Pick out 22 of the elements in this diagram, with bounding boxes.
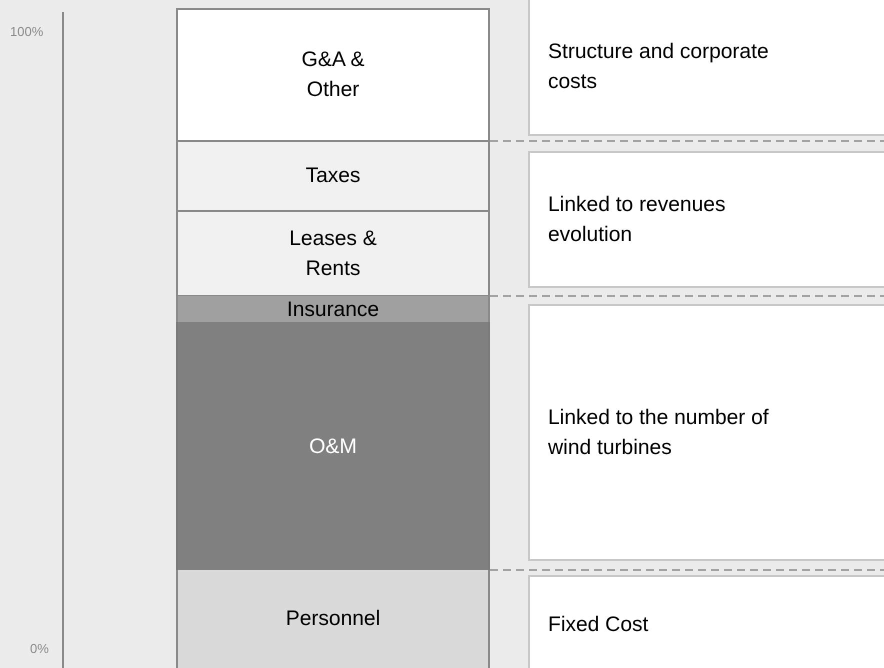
segment-label: G&A & Other (300, 47, 366, 103)
segment-label: Linked to the number of wind turbines (548, 404, 770, 460)
segment-label: Structure and corporate costs (548, 39, 770, 95)
stacked-bar-segment (176, 140, 490, 212)
description-box (528, 151, 884, 288)
segment-label: O&M (309, 434, 357, 460)
segment-label: Linked to revenues evolution (548, 192, 726, 248)
description-box (528, 0, 884, 136)
segment-label: Insurance (286, 296, 380, 322)
axis-tick-label: 100% (10, 23, 44, 41)
segment-label: Personnel (286, 606, 380, 632)
stacked-bar-segment (176, 322, 490, 571)
stacked-bar-segment (176, 296, 490, 323)
description-box (528, 575, 884, 668)
segment-label: Leases & Rents (288, 226, 378, 282)
segment-label: Taxes (306, 163, 360, 189)
segment-label: Fixed Cost (548, 612, 650, 638)
axis-tick-label: 0% (30, 640, 49, 658)
stacked-bar-segment (176, 210, 490, 297)
description-box (528, 304, 884, 561)
stacked-bar-segment (176, 570, 490, 668)
stacked-bar-segment (176, 8, 490, 142)
